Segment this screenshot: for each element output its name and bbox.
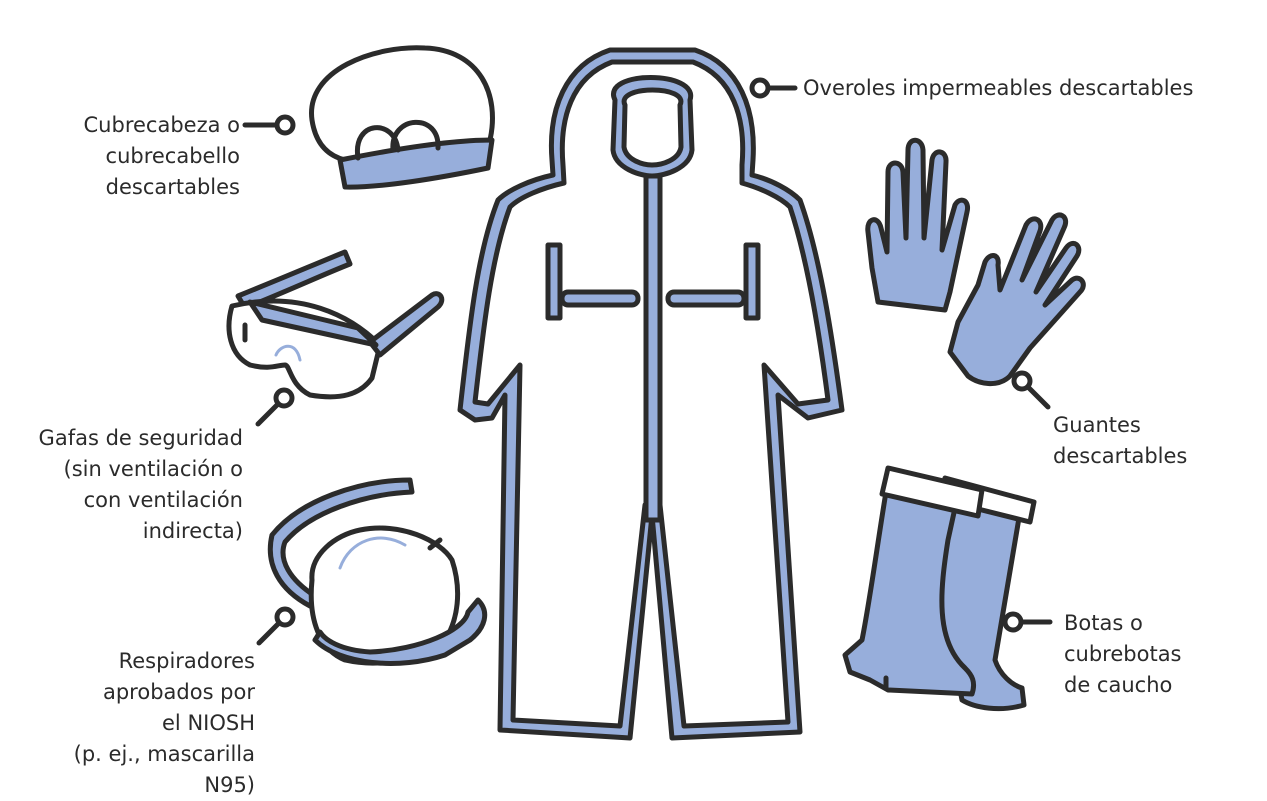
label-gloves-line: descartables xyxy=(1053,441,1187,472)
hair-cap-icon xyxy=(312,48,493,187)
label-boots: Botas o cubrebotas de caucho xyxy=(1064,608,1182,701)
boots-icon xyxy=(845,468,1034,709)
label-goggles-line: (sin ventilación o xyxy=(0,454,243,485)
label-goggles-line: Gafas de seguridad xyxy=(0,423,243,454)
gloves-icon xyxy=(868,140,1084,383)
label-goggles-line: con ventilación xyxy=(0,485,243,516)
label-goggles: Gafas de seguridad (sin ventilación o co… xyxy=(0,423,243,547)
label-goggles-line: indirecta) xyxy=(0,516,243,547)
respirator-icon xyxy=(270,480,484,663)
label-respirator-line: el NIOSH xyxy=(0,708,255,739)
label-gloves: Guantes descartables xyxy=(1053,410,1187,472)
label-respirator-line: aprobados por xyxy=(0,677,255,708)
coverall-icon xyxy=(460,50,842,738)
label-respirator-line: (p. ej., mascarilla xyxy=(0,739,255,770)
label-gloves-line: Guantes xyxy=(1053,410,1187,441)
label-head-cover-line: cubrecabello xyxy=(30,141,240,172)
label-boots-line: Botas o xyxy=(1064,608,1182,639)
label-boots-line: cubrebotas xyxy=(1064,639,1182,670)
label-respirator: Respiradores aprobados por el NIOSH (p. … xyxy=(0,646,255,801)
label-head-cover: Cubrecabeza o cubrecabello descartables xyxy=(30,110,240,203)
goggles-icon xyxy=(229,252,442,397)
label-respirator-line: N95) xyxy=(0,770,255,801)
label-boots-line: de caucho xyxy=(1064,670,1182,701)
label-head-cover-line: descartables xyxy=(30,172,240,203)
label-respirator-line: Respiradores xyxy=(0,646,255,677)
label-overalls-line: Overoles impermeables descartables xyxy=(803,73,1193,104)
label-overalls: Overoles impermeables descartables xyxy=(803,73,1193,104)
label-head-cover-line: Cubrecabeza o xyxy=(30,110,240,141)
